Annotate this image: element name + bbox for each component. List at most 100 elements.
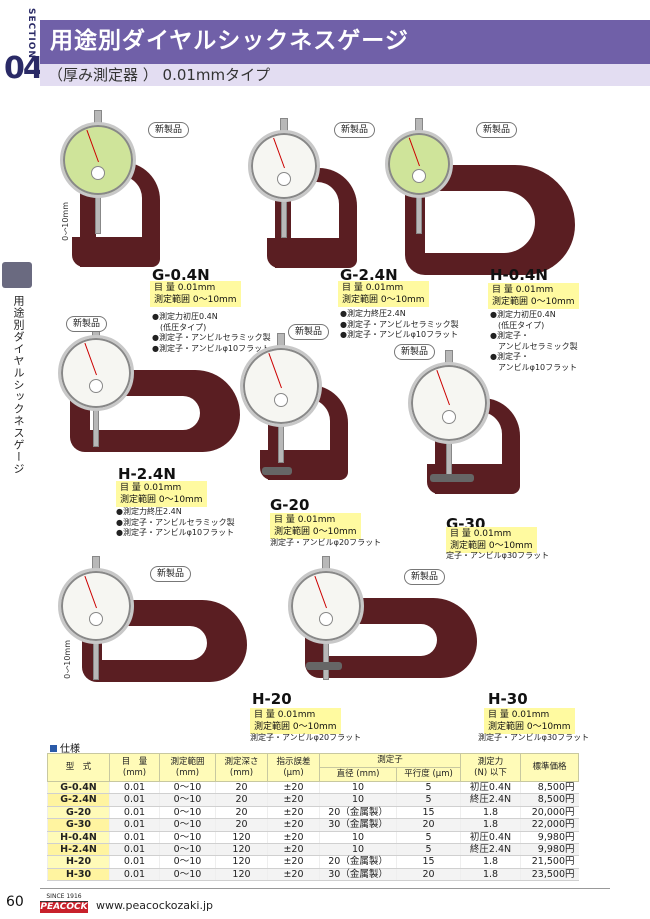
page-subtitle: （厚み測定器 ） 0.01mmタイプ <box>48 66 271 84</box>
dial-subdial <box>277 171 291 186</box>
website-url[interactable]: www.peacockozaki.jp <box>96 899 213 912</box>
table-cell: 120 <box>215 843 268 857</box>
table-cell: H-20 <box>47 855 110 869</box>
table-cell: ±20 <box>267 855 320 869</box>
note-line: 測定子・アンビルφ20フラット <box>270 538 382 547</box>
new-product-badge: 新製品 <box>288 324 330 340</box>
note-line: ●測定子・アンビルセラミック製 <box>152 333 271 342</box>
gauge-section-icon <box>2 262 32 288</box>
table-cell: 0〜10 <box>159 806 216 820</box>
footer-divider <box>40 888 610 889</box>
table-cell: 0.01 <box>109 793 160 807</box>
product-notes: 測定子・アンビルφ20フラット <box>270 538 381 549</box>
product-notes: 測定子・アンビルφ20フラット <box>250 733 361 744</box>
th-price: 標準価格 <box>520 753 579 782</box>
new-product-badge: 新製品 <box>334 122 376 138</box>
spec-table: 型 式 目 量(mm) 測定範囲(mm) 測定深さ(mm) 指示誤差(μm) 測… <box>47 753 579 882</box>
table-cell: 15 <box>396 806 461 820</box>
gauge-frame-base <box>267 238 297 268</box>
th-contact: 測定子 <box>319 753 461 768</box>
table-cell: G-20 <box>47 806 110 820</box>
product-notes: ●測定力初圧0.4N (低圧タイプ)●測定子・ アンビルセラミック製●測定子・ … <box>490 310 578 373</box>
logo-brand: PEACOCK <box>40 902 88 913</box>
dial-subdial <box>412 169 426 184</box>
page-title: 用途別ダイヤルシックネスゲージ <box>50 28 409 54</box>
model-name: H-0.4N <box>490 266 548 284</box>
table-cell: 1.8 <box>460 818 521 832</box>
table-cell: 1.8 <box>460 868 521 882</box>
dial-subdial <box>319 612 333 627</box>
section-number: 04 <box>4 51 44 86</box>
note-line: 測定子・アンビルφ30フラット <box>478 733 590 742</box>
table-cell: 20 <box>215 781 268 795</box>
new-product-badge: 新製品 <box>148 122 190 138</box>
product-notes: ●測定力終圧2.4N●測定子・アンビルセラミック製●測定子・アンビルφ10フラッ… <box>340 309 459 341</box>
peacock-logo: SINCE 1916 PEACOCK <box>40 893 88 913</box>
model-name: G-20 <box>270 496 310 514</box>
table-cell: 20 <box>215 793 268 807</box>
dial-subdial <box>442 409 456 424</box>
table-cell: 5 <box>396 793 461 807</box>
measuring-range-label: 0〜10mm <box>61 202 70 241</box>
spec-table-title: 仕様 <box>50 740 80 755</box>
note-line: ●測定子・アンビルセラミック製 <box>116 517 235 527</box>
note-line: ●測定子・アンビルφ10フラット <box>152 343 271 353</box>
table-cell: 5 <box>396 843 461 857</box>
gauge-spindle <box>95 196 101 234</box>
table-cell: 0〜10 <box>159 781 216 795</box>
spec-range: 測定範囲 0〜10mm <box>450 541 533 551</box>
spec-range: 測定範囲 0〜10mm <box>492 297 575 307</box>
table-cell: H-0.4N <box>47 831 110 845</box>
table-cell: 8,500円 <box>520 793 579 807</box>
measuring-range-label: 0〜10mm <box>63 640 72 679</box>
square-bullet-icon <box>50 745 57 752</box>
table-cell: ±20 <box>267 793 320 807</box>
note-line: ●測定子・ <box>490 331 529 340</box>
spec-range: 測定範囲 0〜10mm <box>154 295 237 305</box>
table-cell: 20（金属製） <box>318 806 397 820</box>
note-line: ●測定子・アンビルセラミック製 <box>340 319 459 329</box>
note-line: ●測定子・アンビルφ10フラット <box>340 330 459 339</box>
dial-subdial <box>89 379 103 394</box>
table-cell: 15 <box>396 855 461 869</box>
spec-graduation: 目 量 0.01mm <box>342 283 404 293</box>
note-line: アンビルφ10フラット <box>490 362 578 372</box>
dial-subdial <box>274 392 288 407</box>
table-cell: 5 <box>396 781 461 795</box>
spec-table-title-text: 仕様 <box>60 744 80 755</box>
subtitle-bar <box>40 64 650 86</box>
table-cell: 30（金属製） <box>318 818 397 832</box>
table-cell: 9,980円 <box>520 831 579 845</box>
product-notes: 測定子・アンビルφ30フラット <box>478 733 589 744</box>
table-cell: 0〜10 <box>159 793 216 807</box>
table-cell: G-0.4N <box>47 781 110 795</box>
model-name: G-0.4N <box>152 266 210 284</box>
new-product-badge: 新製品 <box>66 316 108 332</box>
section-label: SECTION <box>26 8 36 59</box>
table-cell: 23,500円 <box>520 868 579 882</box>
product-notes: ●測定力初圧0.4N (低圧タイプ)●測定子・アンビルセラミック製●測定子・アン… <box>152 312 271 354</box>
th-flatness: 平行度 (μm) <box>396 767 461 782</box>
model-name: H-20 <box>252 690 292 708</box>
gauge-spindle <box>416 196 422 234</box>
gauge-spindle <box>281 200 287 238</box>
table-cell: 120 <box>215 831 268 845</box>
gauge-frame-base <box>260 450 290 480</box>
note-line: アンビルセラミック製 <box>490 341 578 351</box>
table-cell: 10 <box>318 831 397 845</box>
spec-range: 測定範囲 0〜10mm <box>274 527 357 537</box>
th-grad: 目 量(mm) <box>109 753 160 782</box>
table-cell: ±20 <box>267 781 320 795</box>
table-cell: 20,000円 <box>520 806 579 820</box>
table-cell: 20 <box>215 818 268 832</box>
